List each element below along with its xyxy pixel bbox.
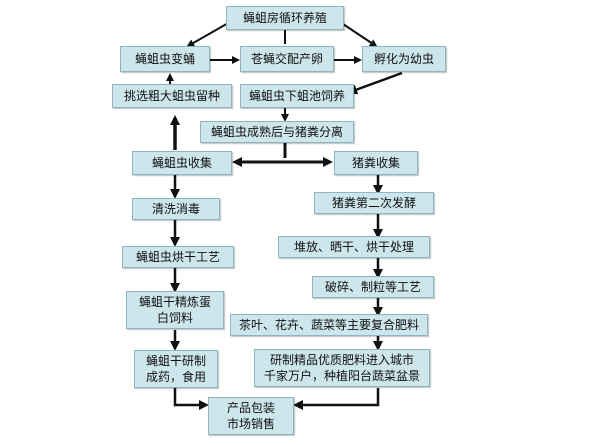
node-mate: 苍蝇交配产卵 (240, 46, 334, 72)
arrow-top-to-hatch (339, 21, 378, 48)
node-stack-dry: 堆放、晒干、烘干处理 (278, 236, 430, 258)
node-package: 产品包装 市场销售 (208, 397, 294, 435)
node-medicine: 蝇蛆干研制 成药，食用 (134, 350, 218, 388)
node-separate: 蝇蛆虫成熟后与猪粪分离 (200, 121, 354, 143)
node-collect-manure: 猪粪收集 (334, 151, 418, 175)
arrow-top-to-pupate (186, 21, 231, 47)
node-top: 蝇蛆房循环养殖 (226, 6, 344, 30)
node-pool: 蝇蛆虫下蛆池饲养 (240, 84, 354, 108)
node-select: 挑选粗大蛆虫留种 (112, 84, 232, 108)
node-market-fert: 研制精品优质肥料进入城市 千家万户，种植阳台蔬菜盆景 (254, 349, 430, 387)
node-hatch: 孵化为幼虫 (362, 46, 446, 72)
node-crush: 破碎、制粒等工艺 (312, 276, 434, 298)
arrow-medicine-to-package (173, 388, 209, 410)
arrow-market-to-package (293, 388, 380, 410)
node-pupate: 蝇蛆虫变蛹 (120, 46, 210, 72)
node-fertilizer: 茶叶、花卉、蔬菜等主要复合肥料 (230, 314, 428, 336)
node-collect-larvae: 蝇蛆虫收集 (132, 151, 232, 175)
node-clean: 清洗消毒 (132, 198, 220, 220)
arrow-hatch-to-pool (347, 71, 403, 95)
node-refine: 蝇蛆干精炼蛋 白饲料 (126, 291, 224, 329)
node-dry-larvae: 蝇蛆虫烘干工艺 (122, 246, 234, 268)
node-ferment: 猪粪第二次发酵 (314, 192, 434, 214)
